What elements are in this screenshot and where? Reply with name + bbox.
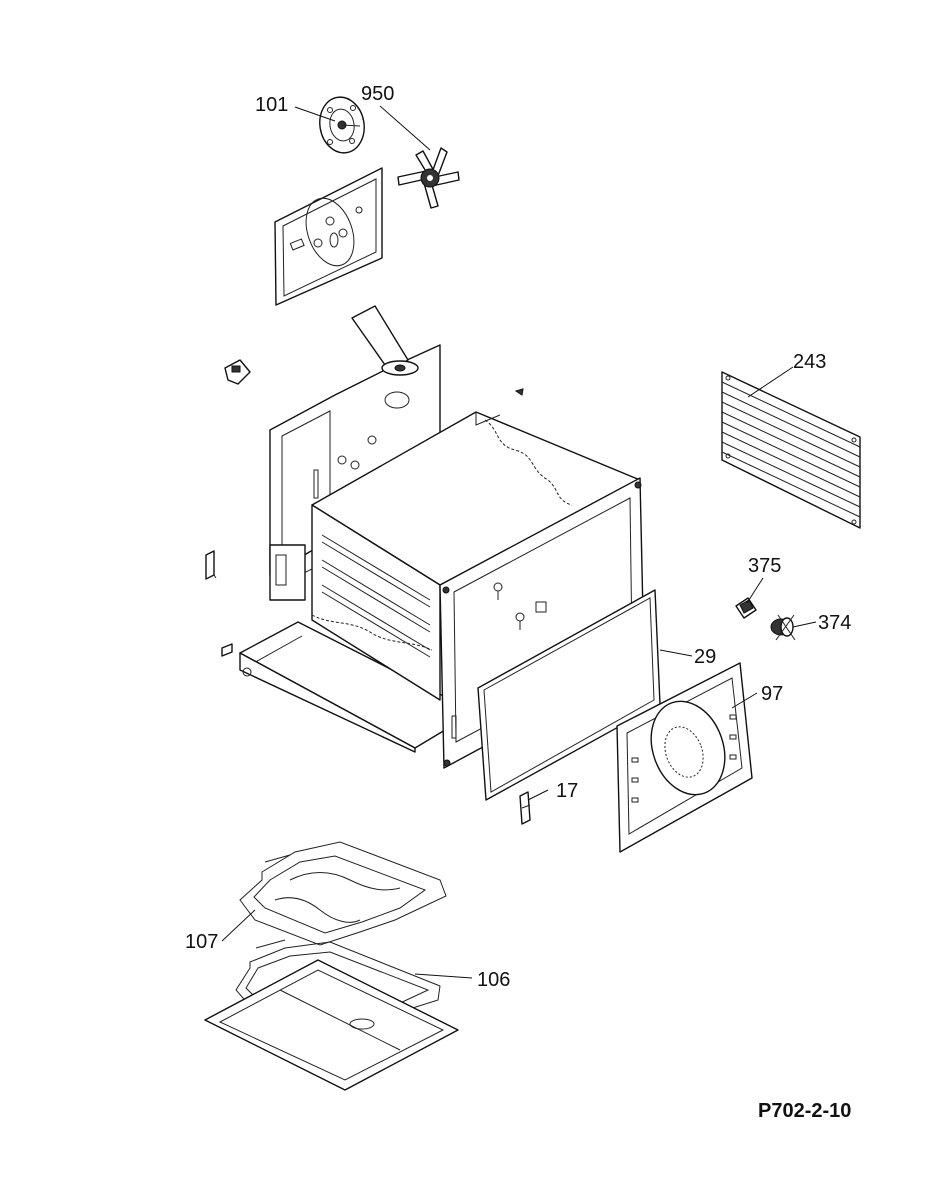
leader-lines — [221, 105, 817, 979]
callout-374: 374 — [818, 612, 851, 634]
diagram-code: P702-2-10 — [758, 1100, 851, 1122]
part-101-motor-plate — [319, 96, 365, 154]
part-243-wire-shelf — [721, 371, 861, 529]
callout-29: 29 — [694, 646, 716, 668]
small-clip-left — [224, 359, 251, 385]
oven-cavity — [311, 411, 645, 769]
callout-101: 101 — [255, 94, 288, 116]
callout-107: 107 — [185, 931, 218, 953]
callout-labels: 101 950 243 375 374 29 97 17 107 106 — [185, 83, 851, 991]
part-107-upper-element — [239, 841, 447, 946]
callout-97: 97 — [761, 683, 783, 705]
part-950-fan — [397, 147, 460, 209]
left-bracket — [205, 550, 217, 580]
part-374-lamp-cover — [770, 614, 796, 641]
part-97-inner-door — [616, 662, 753, 853]
screw-small — [514, 388, 524, 396]
callout-243: 243 — [793, 351, 826, 373]
drip-pan — [204, 959, 459, 1091]
callout-106: 106 — [477, 969, 510, 991]
part-375-lamp-holder — [735, 597, 757, 619]
rear-wall-panel — [274, 167, 383, 306]
callout-375: 375 — [748, 555, 781, 577]
callout-950: 950 — [361, 83, 394, 105]
bottom-tray — [221, 621, 476, 753]
callout-17: 17 — [556, 780, 578, 802]
part-17-hinge — [519, 791, 531, 825]
